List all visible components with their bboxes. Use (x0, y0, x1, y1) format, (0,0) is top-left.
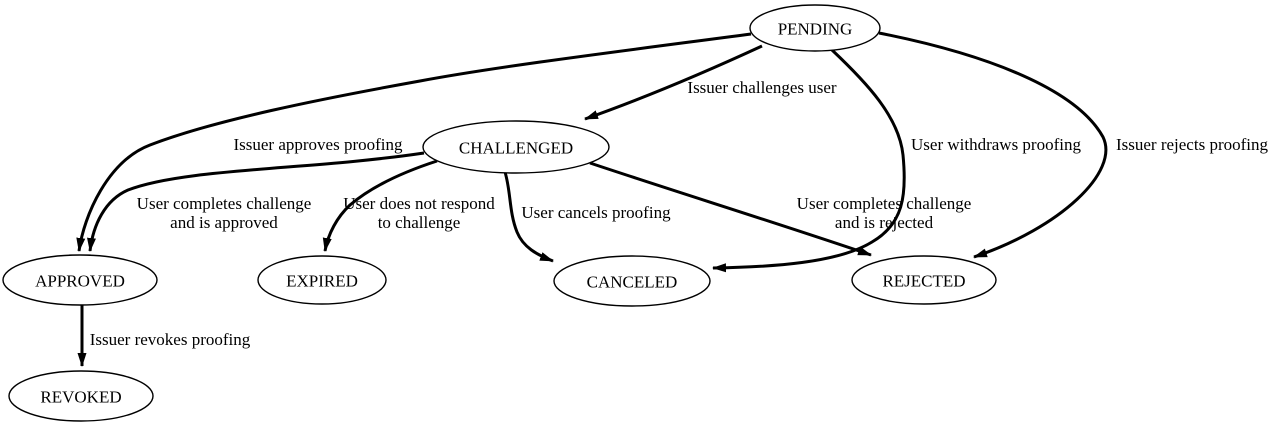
state-label-pending: PENDING (778, 20, 853, 39)
state-node-rejected: REJECTED (851, 255, 997, 305)
state-label-revoked: REVOKED (40, 388, 121, 407)
edge-pending-to-approved (76, 32, 752, 252)
state-ellipse-expired (257, 255, 387, 305)
state-node-approved: APPROVED (2, 254, 158, 306)
edge-label-line: Issuer revokes proofing (90, 330, 251, 349)
edge-label-line: and is approved (170, 213, 278, 232)
state-node-pending: PENDING (749, 4, 881, 52)
nodes-layer: PENDING CHALLENGED APPROVED EXPIRED CANCELED… (2, 4, 997, 422)
edge-label-line: User does not respond (343, 194, 495, 213)
state-node-challenged: CHALLENGED (422, 120, 610, 174)
edge-label-challenged-to-canceled: User cancels proofing (521, 203, 671, 222)
edge-label-approved-to-revoked: Issuer revokes proofing (90, 330, 251, 349)
edge-challenged-to-expired (322, 159, 438, 252)
state-node-canceled: CANCELED (553, 255, 711, 307)
edge-label-line: Issuer approves proofing (233, 135, 403, 154)
edge-pending-to-rejected (878, 31, 1108, 259)
edges-layer (76, 31, 1108, 367)
edge-label-line: User completes challenge (137, 194, 312, 213)
edge-challenged-to-canceled (503, 171, 554, 263)
edge-label-line: User withdraws proofing (911, 135, 1081, 154)
state-ellipse-revoked (8, 370, 154, 422)
edge-label-pending-to-canceled: User withdraws proofing (911, 135, 1081, 154)
state-label-challenged: CHALLENGED (459, 139, 573, 158)
edge-challenged-to-approved (87, 151, 425, 252)
state-ellipse-pending (749, 4, 881, 52)
state-ellipse-approved (2, 254, 158, 306)
state-label-rejected: REJECTED (882, 272, 965, 291)
edge-pending-to-challenged (584, 44, 763, 121)
state-ellipse-challenged (422, 120, 610, 174)
state-label-approved: APPROVED (35, 272, 125, 291)
edge-pending-to-canceled (712, 48, 906, 273)
edge-label-pending-to-approved: Issuer approves proofing (233, 135, 403, 154)
edge-label-line: Issuer rejects proofing (1116, 135, 1269, 154)
state-ellipse-canceled (553, 255, 711, 307)
state-label-canceled: CANCELED (587, 273, 678, 292)
edge-challenged-to-rejected (589, 161, 872, 257)
edge-label-line: Issuer challenges user (687, 78, 837, 97)
edge-label-pending-to-challenged: Issuer challenges user (687, 78, 837, 97)
state-ellipse-rejected (851, 255, 997, 305)
state-node-revoked: REVOKED (8, 370, 154, 422)
state-label-expired: EXPIRED (286, 272, 358, 291)
edge-label-line: and is rejected (835, 213, 934, 232)
edge-label-pending-to-rejected: Issuer rejects proofing (1116, 135, 1269, 154)
edge-label-line: User completes challenge (797, 194, 972, 213)
edge-label-line: to challenge (378, 213, 461, 232)
edge-label-line: User cancels proofing (521, 203, 671, 222)
state-node-expired: EXPIRED (257, 255, 387, 305)
